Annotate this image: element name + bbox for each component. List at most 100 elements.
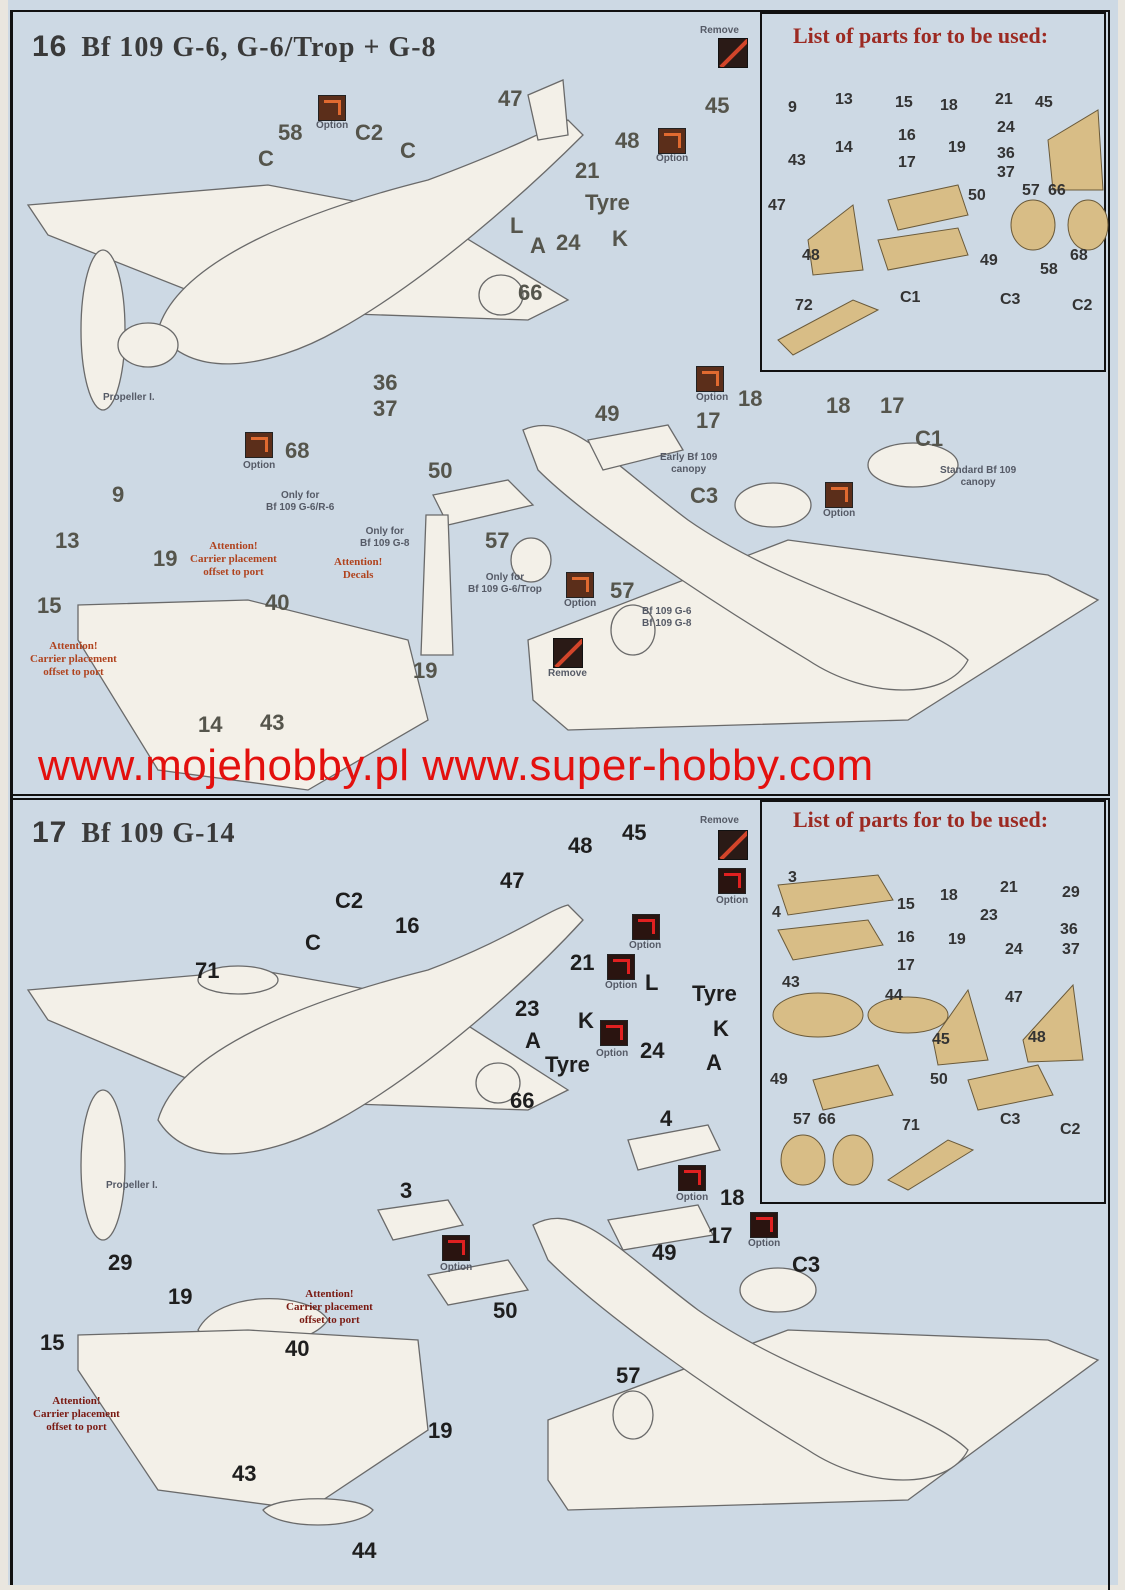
part-callout: 3 — [400, 1178, 413, 1203]
part-callout: 19 — [428, 1418, 453, 1443]
option-paint-icon — [318, 95, 346, 121]
propeller-17 — [80, 1089, 126, 1241]
part-callout: C3 — [690, 483, 719, 508]
part-callout: 66 — [518, 280, 543, 305]
part-callout: L — [510, 213, 524, 238]
part-49-17 — [607, 1204, 714, 1251]
part-callout: 21 — [570, 950, 595, 975]
part-callout: 49 — [595, 401, 620, 426]
option-paint-icon — [678, 1165, 706, 1191]
part-callout: 57 — [616, 1363, 641, 1388]
caption: Option — [629, 940, 662, 951]
legend-part-number: 13 — [835, 91, 853, 108]
option-paint-icon — [600, 1020, 628, 1046]
attention-note: Attention! Carrier placement offset to p… — [190, 540, 277, 579]
canopy-c3 — [734, 482, 812, 528]
part-19-tail — [420, 514, 454, 656]
option-paint-icon — [632, 914, 660, 940]
caption: Option — [316, 120, 349, 131]
attention-note: Attention! Carrier placement offset to p… — [33, 1395, 120, 1434]
legend-part-number: 57 — [793, 1111, 811, 1128]
caption: Only for Bf 109 G-6/Trop — [468, 572, 542, 595]
legend-part-number: C3 — [1000, 1111, 1021, 1128]
part-callout: C — [305, 930, 321, 955]
part-callout: 15 — [40, 1330, 65, 1355]
part-callout: 13 — [55, 528, 80, 553]
parts-legend-17 — [760, 800, 1106, 1204]
caption: Standard Bf 109 canopy — [940, 465, 1017, 488]
part-callout: K — [612, 226, 628, 251]
propeller-label: Propeller I. — [106, 1180, 158, 1191]
option-paint-icon — [750, 1212, 778, 1238]
part-callout: C2 — [335, 888, 364, 913]
caption: Option — [596, 1048, 629, 1059]
parts-legend-16 — [760, 12, 1106, 372]
part-callout: A — [706, 1050, 722, 1075]
legend-16-title: List of parts for to be used: — [793, 23, 1049, 48]
legend-part-number: 72 — [795, 297, 813, 314]
part-callout: 57 — [610, 578, 635, 603]
legend-part-number: 47 — [768, 197, 786, 214]
propeller-label: Propeller I. — [103, 392, 155, 403]
propeller-16 — [80, 249, 126, 411]
legend-part-number: 21 — [1000, 879, 1018, 896]
step-title: Bf 109 G-14 — [81, 818, 236, 849]
legend-part-number: 49 — [770, 1071, 788, 1088]
part-57a — [510, 537, 552, 583]
plane-17-fuselage — [157, 904, 584, 1155]
part-callout: C3 — [792, 1252, 821, 1277]
legend-part-number: 43 — [788, 152, 806, 169]
part-66 — [478, 274, 524, 316]
legend-part-number: 16 — [897, 929, 915, 946]
part-callout: 24 — [640, 1038, 665, 1063]
part-callout: 50 — [428, 458, 453, 483]
legend-part-number: 57 — [1022, 182, 1040, 199]
part-callout: K — [578, 1008, 594, 1033]
part-callout: 15 — [37, 593, 62, 618]
part-callout: 18 — [720, 1185, 745, 1210]
part-callout: 40 — [265, 590, 290, 615]
plane-17c-wing — [77, 1329, 429, 1511]
part-callout: 17 — [880, 393, 905, 418]
spinner-16 — [117, 322, 179, 368]
part-callout: 58 — [278, 120, 303, 145]
plane-16b-fuselage — [522, 424, 969, 691]
part-57-17 — [612, 1390, 654, 1440]
part-callout: 47 — [498, 86, 523, 111]
legend-part-number: 37 — [997, 164, 1015, 181]
caption: Remove — [700, 815, 739, 826]
part-callout: 18 — [738, 386, 763, 411]
part-callout: 68 — [285, 438, 310, 463]
caption: Option — [605, 980, 638, 991]
part-callout: 19 — [168, 1284, 193, 1309]
legend-part-number: 18 — [940, 97, 958, 114]
part-callout: C1 — [915, 426, 944, 451]
legend-part-number: 14 — [835, 139, 853, 156]
part-callout: Tyre — [692, 981, 737, 1006]
part-callout: 71 — [195, 958, 220, 983]
legend-part-number: 24 — [997, 119, 1015, 136]
legend-part-number: 50 — [968, 187, 986, 204]
remove-cut-icon — [718, 830, 748, 860]
legend-part-number: 36 — [997, 145, 1015, 162]
legend-part-number: 17 — [898, 154, 916, 171]
part-callout: 14 — [198, 712, 223, 737]
part-44 — [262, 1498, 374, 1526]
remove-cut-icon — [718, 38, 748, 68]
part-callout: 24 — [556, 230, 581, 255]
caption: Remove — [548, 668, 587, 679]
part-callout: Tyre — [545, 1052, 590, 1077]
legend-part-number: 45 — [1035, 94, 1053, 111]
legend-part-number: 71 — [902, 1117, 920, 1134]
part-callout: 47 — [500, 868, 525, 893]
option-paint-icon — [658, 128, 686, 154]
plane-16-fuselage — [157, 119, 584, 365]
caption: Option — [716, 895, 749, 906]
part-66-17 — [475, 1062, 521, 1104]
legend-part-number: 19 — [948, 931, 966, 948]
option-paint-icon — [718, 868, 746, 894]
caption: Option — [823, 508, 856, 519]
